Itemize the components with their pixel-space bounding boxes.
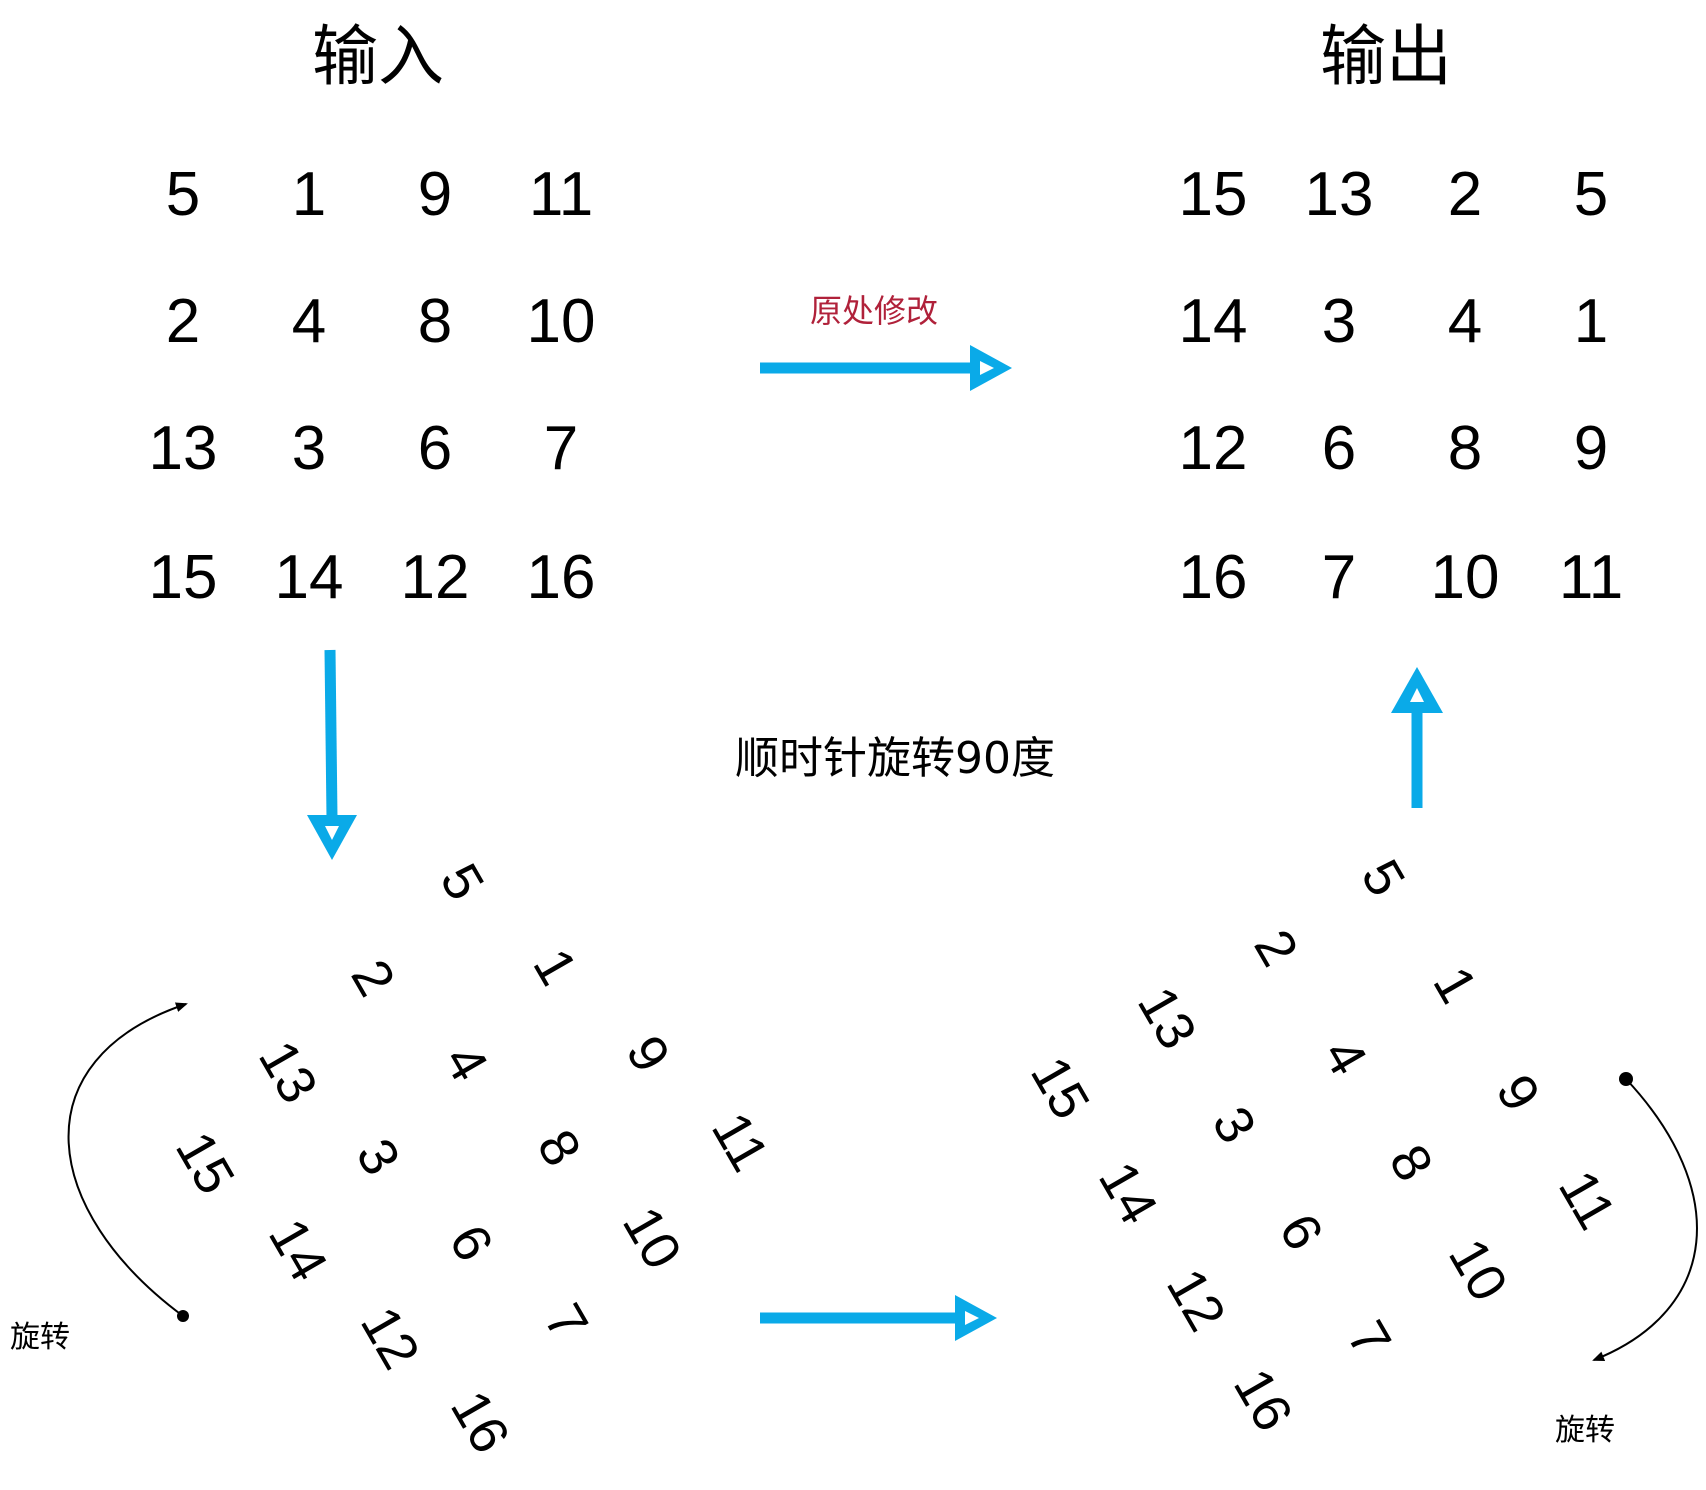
rotated-right-cell: 7 <box>1335 1310 1403 1368</box>
rotated-left-cell: 1 <box>521 938 589 996</box>
input-cell: 2 <box>165 287 201 356</box>
rotated-right-cell: 8 <box>1377 1134 1445 1192</box>
input-cell: 5 <box>165 160 201 229</box>
output-cell: 12 <box>1178 414 1248 483</box>
rotate-right-label: 旋转 <box>1555 1413 1615 1448</box>
output-heading: 输出 <box>1320 18 1452 95</box>
output-cell: 1 <box>1573 287 1609 356</box>
rotated-right-cell: 10 <box>1436 1228 1520 1312</box>
rotated-left-cell: 3 <box>344 1128 412 1186</box>
input-heading: 输入 <box>312 18 444 95</box>
rotated-right-cell: 14 <box>1086 1151 1170 1235</box>
rotated-right-cell: 2 <box>1242 919 1310 977</box>
rotated-left-cell: 12 <box>348 1296 432 1380</box>
rotated-left-cell: 10 <box>610 1196 694 1280</box>
input-cell: 1 <box>291 160 327 229</box>
arrow-up <box>1391 667 1443 808</box>
rotate-left-label: 旋转 <box>10 1320 70 1355</box>
rotated-right-cell: 11 <box>1547 1160 1627 1240</box>
rotated-left-cell: 11 <box>700 1102 780 1182</box>
input-cell: 15 <box>148 543 218 612</box>
input-cell: 3 <box>291 414 327 483</box>
rotated-right-cell: 13 <box>1125 976 1209 1060</box>
rotated-left-cell: 5 <box>428 853 496 911</box>
output-cell: 8 <box>1447 414 1483 483</box>
input-cell: 6 <box>417 414 453 483</box>
output-cell: 14 <box>1178 287 1248 356</box>
rotated-right-cell: 3 <box>1200 1096 1268 1154</box>
input-cell: 10 <box>526 287 596 356</box>
output-cell: 11 <box>1558 543 1624 612</box>
rotated-left-cell: 7 <box>532 1293 600 1351</box>
output-cell: 2 <box>1447 160 1483 229</box>
rotated-right-cell: 5 <box>1349 849 1417 907</box>
arrow-right-top <box>760 345 1012 391</box>
input-cell: 7 <box>543 414 579 483</box>
input-cell: 13 <box>148 414 218 483</box>
output-cell: 3 <box>1321 287 1357 356</box>
rotated-right-cell: 15 <box>1018 1046 1102 1130</box>
input-cell: 16 <box>526 543 596 612</box>
rotated-left-cell: 16 <box>438 1380 522 1464</box>
rotated-left-cell: 14 <box>256 1208 340 1292</box>
arrow-down <box>307 649 357 860</box>
input-cell: 9 <box>417 160 453 229</box>
rotated-left-cell: 9 <box>614 1025 682 1083</box>
rotate-90-label: 顺时针旋转90度 <box>735 733 1055 784</box>
rotated-left-cell: 2 <box>339 949 407 1007</box>
output-cell: 16 <box>1178 543 1248 612</box>
output-cell: 7 <box>1321 543 1357 612</box>
input-cell: 4 <box>291 287 327 356</box>
rotated-right-cell: 16 <box>1221 1358 1305 1442</box>
output-cell: 6 <box>1321 414 1357 483</box>
input-cell: 12 <box>400 543 470 612</box>
input-cell: 8 <box>417 287 453 356</box>
rotated-right-cell: 9 <box>1484 1064 1552 1122</box>
output-cell: 9 <box>1573 414 1609 483</box>
rotated-right-cell: 12 <box>1154 1258 1238 1342</box>
rotated-left-cell: 6 <box>437 1214 505 1272</box>
output-cell: 4 <box>1447 287 1483 356</box>
rotated-left-cell: 15 <box>163 1121 247 1205</box>
output-cell: 13 <box>1304 160 1374 229</box>
output-cell: 5 <box>1573 160 1609 229</box>
rotated-right-cell: 1 <box>1421 956 1489 1014</box>
in-place-label: 原处修改 <box>810 292 939 330</box>
rotated-left-cell: 4 <box>432 1034 500 1092</box>
input-cell: 11 <box>528 160 594 229</box>
output-cell: 10 <box>1430 543 1500 612</box>
input-cell: 14 <box>274 543 344 612</box>
output-cell: 15 <box>1178 160 1248 229</box>
rotated-left-cell: 8 <box>525 1119 593 1177</box>
rotated-left-cell: 13 <box>246 1030 330 1114</box>
rotated-right-cell: 4 <box>1311 1028 1379 1086</box>
rotated-right-cell: 6 <box>1267 1203 1335 1261</box>
arrow-right-bottom <box>760 1295 997 1341</box>
